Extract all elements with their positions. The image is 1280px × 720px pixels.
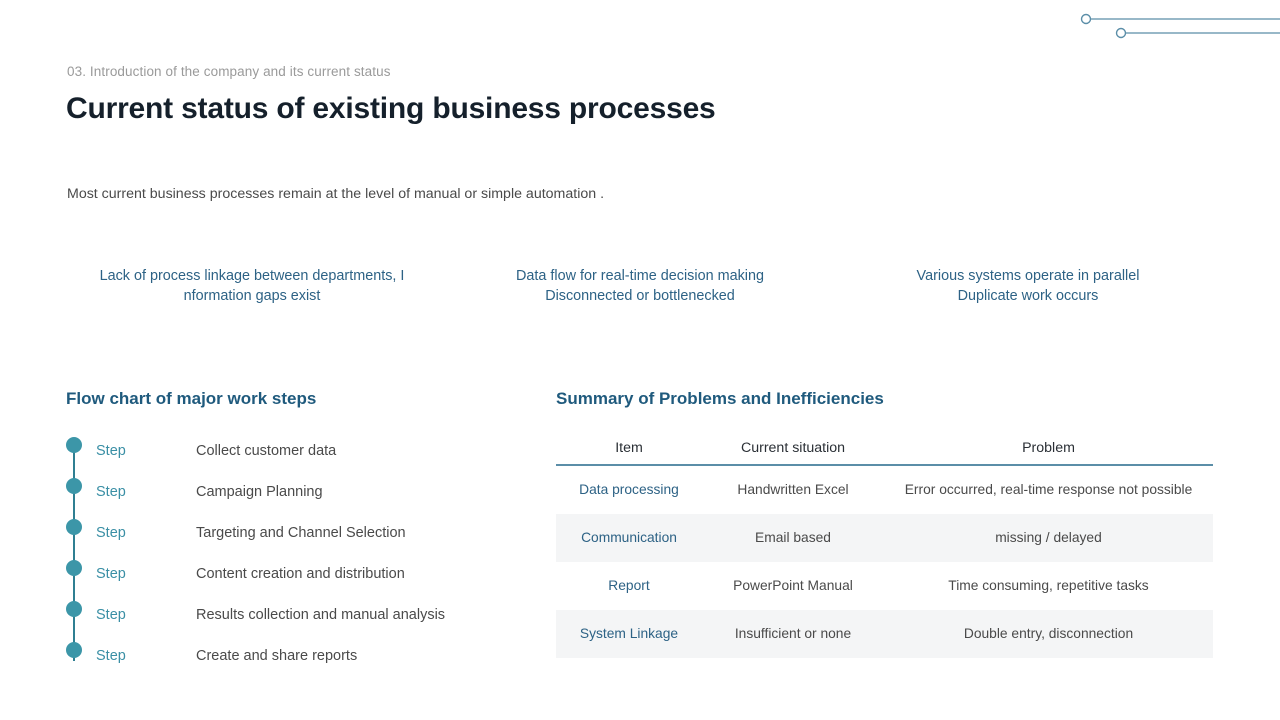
table-column-header-problem: Problem	[1022, 440, 1075, 456]
insight-card[interactable]: Data flow for real-time decision making …	[455, 234, 825, 338]
table-cell-current: Email based	[755, 530, 831, 545]
flow-step-item[interactable]: Step Create and share reports	[66, 635, 506, 676]
corner-line-decoration	[1080, 13, 1280, 39]
table-row[interactable]: Data processing Handwritten Excel Error …	[556, 466, 1213, 514]
table-cell-problem: Double entry, disconnection	[963, 626, 1134, 641]
table-row[interactable]: Report PowerPoint Manual Time consuming,…	[556, 562, 1213, 610]
table-column-header-current: Current situation	[740, 440, 846, 456]
page-lede: Most current business processes remain a…	[67, 186, 605, 202]
flow-step-badge: Step	[96, 442, 126, 459]
table-cell-problem: Time consuming, repetitive tasks	[948, 578, 1149, 593]
table-row[interactable]: System Linkage Insufficient or none Doub…	[556, 610, 1213, 658]
insight-card-text: Data flow for real-time decision making …	[475, 266, 805, 306]
insight-card-line2: Duplicate work occurs	[957, 288, 1099, 304]
table-cell-item: System Linkage	[579, 626, 679, 641]
deco-circle-upper	[1080, 13, 1092, 25]
table-cell-current: Handwritten Excel	[737, 482, 849, 497]
flow-step-item[interactable]: Step Targeting and Channel Selection	[66, 512, 506, 553]
flow-step-label: Content creation and distribution	[196, 565, 405, 582]
table-cell-current: Insufficient or none	[734, 626, 852, 641]
table-cell-item: Communication	[581, 530, 677, 545]
flow-step-label: Collect customer data	[196, 442, 337, 459]
insight-card[interactable]: Lack of process linkage between departme…	[67, 234, 437, 338]
flow-step-dot-icon	[66, 601, 82, 617]
flow-step-badge: Step	[96, 606, 126, 623]
flow-step-label: Targeting and Channel Selection	[196, 524, 406, 541]
problems-summary-table: Item Current situation Problem Data proc…	[556, 432, 1213, 658]
insight-card-line2: Disconnected or bottlenecked	[545, 288, 735, 304]
deco-circle-lower	[1115, 27, 1127, 39]
flow-step-badge: Step	[96, 524, 126, 541]
flow-step-label: Create and share reports	[196, 647, 358, 664]
flow-step-list: Step Collect customer data Step Campaign…	[66, 430, 506, 676]
flow-step-label: Campaign Planning	[196, 483, 323, 500]
flow-step-item[interactable]: Step Results collection and manual analy…	[66, 594, 506, 635]
insight-card-line1: Data flow for real-time decision making	[516, 268, 764, 284]
flow-step-dot-icon	[66, 560, 82, 576]
flow-step-label: Results collection and manual analysis	[196, 606, 446, 623]
insight-card-text: Various systems operate in parallel Dupl…	[863, 266, 1193, 306]
flow-step-dot-icon	[66, 519, 82, 535]
flow-step-badge: Step	[96, 483, 126, 500]
flow-step-item[interactable]: Step Content creation and distribution	[66, 553, 506, 594]
insight-card-group: Lack of process linkage between departme…	[67, 234, 1213, 340]
flow-step-badge: Step	[96, 647, 126, 664]
section-eyebrow: 03. Introduction of the company and its …	[67, 64, 391, 79]
insight-card-line1: Various systems operate in parallel	[916, 268, 1140, 284]
flow-step-badge: Step	[96, 565, 126, 582]
table-cell-current: PowerPoint Manual	[733, 578, 853, 593]
flow-step-dot-icon	[66, 478, 82, 494]
flow-step-dot-icon	[66, 642, 82, 658]
flow-step-item[interactable]: Step Collect customer data	[66, 430, 506, 471]
table-cell-item: Report	[608, 578, 650, 593]
table-column-header-item: Item	[615, 440, 643, 456]
table-cell-problem: missing / delayed	[995, 530, 1102, 545]
page-title: Current status of existing business proc…	[66, 92, 716, 125]
insight-card-line1: Lack of process linkage between departme…	[99, 268, 405, 284]
flow-connector-line	[73, 443, 75, 661]
flow-step-item[interactable]: Step Campaign Planning	[66, 471, 506, 512]
insight-card-line2: nformation gaps exist	[183, 288, 321, 304]
table-cell-item: Data processing	[579, 482, 679, 497]
insight-card-text: Lack of process linkage between departme…	[87, 266, 417, 306]
table-cell-problem: Error occurred, real-time response not p…	[904, 482, 1193, 497]
flow-section-heading: Flow chart of major work steps	[66, 389, 317, 408]
flow-step-dot-icon	[66, 437, 82, 453]
table-row[interactable]: Communication Email based missing / dela…	[556, 514, 1213, 562]
insight-card[interactable]: Various systems operate in parallel Dupl…	[843, 234, 1213, 338]
table-section-heading: Summary of Problems and Inefficiencies	[556, 389, 884, 408]
table-header-row: Item Current situation Problem	[556, 432, 1213, 466]
